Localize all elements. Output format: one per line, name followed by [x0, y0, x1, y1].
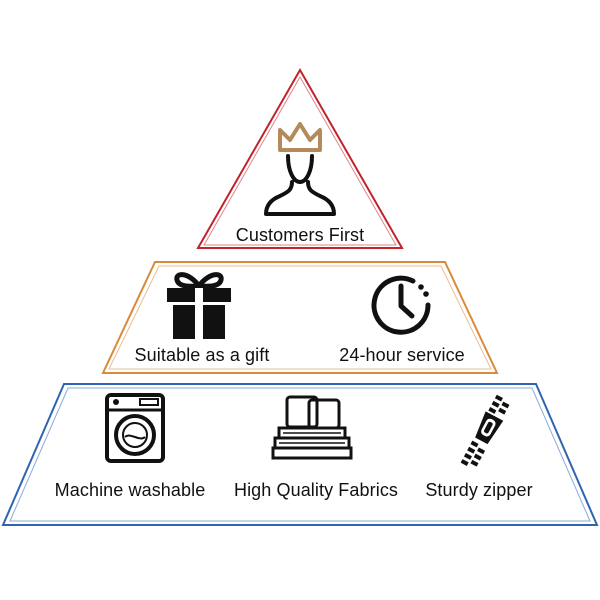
- zipper-icon: [460, 394, 510, 467]
- tier-bottom-label-3: Sturdy zipper: [425, 480, 533, 500]
- bottom-tier-outline: [1, 383, 599, 526]
- top-tier-outline: [196, 67, 404, 249]
- tier-bottom-label-2: High Quality Fabrics: [233, 480, 399, 500]
- tier-middle-label-2: 24-hour service: [339, 345, 465, 365]
- fabric-stack-icon: [271, 395, 353, 460]
- washing-machine-icon: [105, 393, 165, 463]
- tier-middle-label-1: Suitable as a gift: [134, 345, 270, 365]
- tier-top-label: Customers First: [235, 225, 365, 245]
- middle-tier-outline: [101, 261, 499, 374]
- crown-person-icon: [264, 122, 336, 216]
- gift-box-icon: [167, 272, 231, 339]
- tier-bottom-label-1: Machine washable: [54, 480, 206, 500]
- clock-icon: [371, 275, 431, 335]
